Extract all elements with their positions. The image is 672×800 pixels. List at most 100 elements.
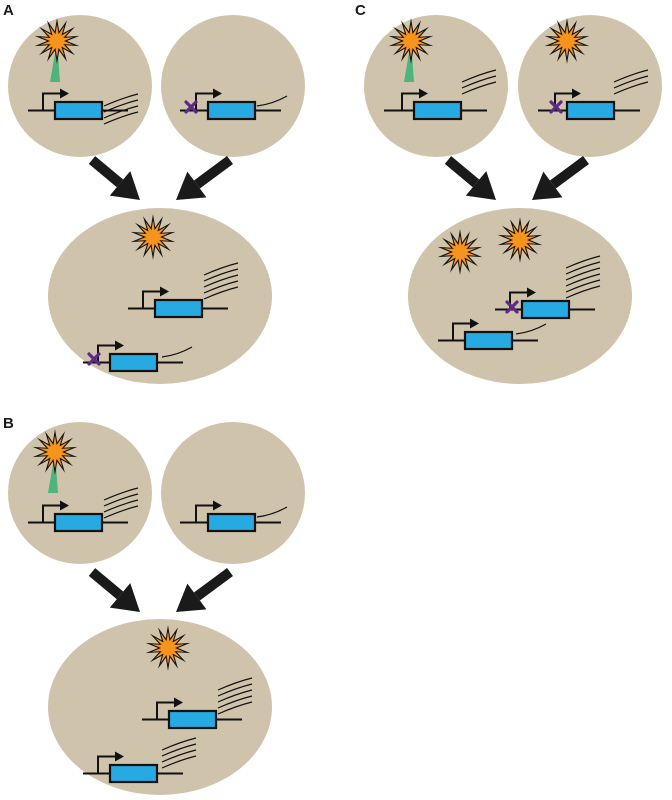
merge-arrow-shaft: [444, 156, 480, 188]
gene-unit: [28, 500, 128, 533]
transcript-line: [161, 737, 197, 751]
transcript-line: [515, 323, 547, 335]
transcript-line: [203, 286, 239, 300]
transcript-line: [103, 505, 139, 519]
gene-box-icon: [206, 100, 257, 121]
gene-box-icon: [108, 352, 159, 373]
merge-arrowhead: [109, 583, 140, 612]
transcript-line: [461, 69, 497, 83]
gene-box-icon: [206, 512, 257, 533]
mutation-x-icon: [87, 352, 101, 366]
panel-c: [364, 15, 662, 384]
panel-b: [8, 422, 305, 795]
gene-unit: [538, 88, 640, 121]
transcript-line: [103, 105, 139, 119]
panel-label-a: A: [3, 2, 14, 19]
cell-b-left: [8, 422, 152, 564]
transcript-line: [203, 280, 239, 294]
gene-box-icon: [108, 763, 159, 784]
transcript-line: [461, 75, 497, 89]
transcript-line: [161, 743, 197, 757]
promoter-arrowhead: [60, 88, 69, 99]
promoter-arrow-icon: [156, 701, 175, 720]
transcripts: [161, 346, 193, 358]
transcripts: [256, 506, 288, 518]
transcript-line: [203, 274, 239, 288]
transcript-line: [203, 262, 239, 276]
promoter-arrowhead: [174, 697, 183, 708]
transcripts: [203, 262, 239, 300]
enhancer-star-core: [151, 631, 185, 665]
cell-a-right: [161, 15, 305, 157]
promoter-arrowhead: [527, 287, 536, 298]
transcript-line: [217, 701, 253, 715]
merge-arrow-icon: [532, 155, 589, 200]
merge-arrow-icon: [88, 156, 140, 200]
transcript-line: [217, 677, 253, 691]
promoter-arrow-icon: [195, 92, 214, 111]
transcripts: [217, 677, 253, 715]
gene-unit: [384, 88, 487, 121]
transcripts: [565, 255, 601, 299]
promoter-arrow-icon: [195, 504, 214, 523]
merge-arrowhead: [176, 171, 207, 200]
enhancer-star-core: [550, 24, 584, 58]
transcript-line: [613, 69, 649, 83]
promoter-arrowhead: [60, 500, 69, 511]
enhancer-star-core: [40, 24, 74, 58]
merge-arrow-shaft: [193, 567, 233, 601]
gene-box-icon: [53, 100, 104, 121]
enhancer-star-icon: [497, 217, 543, 263]
panel-label-b: B: [3, 415, 14, 432]
promoter-arrow-icon: [97, 755, 116, 774]
gene-box-icon: [565, 100, 616, 121]
gene-box-icon: [412, 100, 463, 121]
gene-box-icon: [53, 512, 104, 533]
promoter-arrowhead: [213, 500, 222, 511]
enhancer-star-icon: [388, 18, 434, 64]
transcript-line: [565, 261, 601, 275]
cell-b-right: [161, 422, 305, 564]
transcripts: [103, 93, 139, 125]
cell-c-left: [364, 15, 508, 157]
mutation-x-icon: [505, 300, 519, 314]
merge-arrowhead: [532, 171, 563, 200]
transcript-line: [565, 279, 601, 293]
merge-arrow-shaft: [193, 155, 233, 189]
enhancer-star-core: [443, 235, 477, 269]
transcript-line: [103, 493, 139, 507]
promoter-arrowhead: [470, 318, 479, 329]
promoter-arrowhead: [115, 751, 124, 762]
enhancer-star-icon: [544, 18, 590, 64]
transcripts: [461, 69, 497, 95]
transcript-line: [256, 95, 288, 107]
transcript-line: [217, 695, 253, 709]
promoter-arrow-icon: [401, 92, 420, 111]
panel-label-c: C: [355, 2, 366, 19]
enhancer-star-core: [136, 220, 170, 254]
transcript-line: [103, 111, 139, 125]
transcript-line: [461, 81, 497, 95]
enhancer-star-core: [394, 24, 428, 58]
transcript-line: [203, 268, 239, 282]
transcript-line: [217, 689, 253, 703]
enhancer-star-icon: [130, 214, 176, 260]
merge-arrow-shaft: [549, 155, 589, 189]
transcript-line: [256, 506, 288, 518]
promoter-arrow-icon: [42, 504, 61, 523]
mutation-x-stroke: [184, 100, 198, 114]
transcript-line: [613, 75, 649, 89]
gene-box-icon: [520, 299, 571, 320]
gene-unit: [180, 500, 281, 533]
enhancer-star-icon: [34, 18, 80, 64]
merge-arrow-shaft: [88, 568, 124, 600]
mutation-x-icon: [184, 100, 198, 114]
transcript-line: [103, 99, 139, 113]
gene-unit: [128, 286, 228, 319]
gene-box-icon: [463, 330, 514, 351]
transcript-line: [565, 273, 601, 287]
gene-unit: [438, 318, 538, 351]
transcript-line: [103, 93, 139, 107]
promoter-arrow-icon: [452, 322, 471, 341]
transcript-line: [613, 81, 649, 95]
